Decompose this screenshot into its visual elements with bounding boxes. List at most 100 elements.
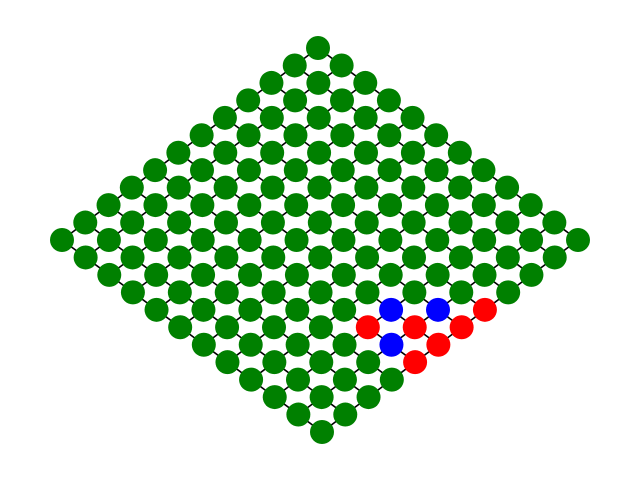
graph-node	[286, 367, 310, 392]
graph-node	[143, 193, 168, 218]
graph-node	[400, 105, 425, 130]
graph-node	[238, 297, 263, 322]
graph-node	[449, 280, 474, 305]
graph-node	[308, 245, 333, 270]
graph-node	[519, 262, 544, 287]
graph-node	[379, 367, 404, 392]
graph-node	[518, 193, 543, 218]
graph-node	[167, 280, 192, 305]
graph-node	[333, 402, 358, 427]
graph-node	[355, 245, 380, 270]
graph-node	[495, 245, 520, 270]
graph-node-red	[402, 315, 427, 340]
graph-node	[402, 245, 426, 270]
graph-node	[471, 193, 496, 218]
graph-node-blue	[379, 297, 404, 322]
graph-node	[191, 297, 216, 322]
graph-node	[143, 158, 168, 183]
graph-node	[354, 175, 379, 200]
graph-node	[190, 228, 215, 252]
graph-node	[472, 228, 497, 252]
nodes-layer	[50, 36, 590, 444]
graph-node	[262, 315, 286, 340]
graph-node	[189, 123, 214, 148]
graph-node	[496, 280, 521, 305]
graph-node	[283, 88, 308, 113]
graph-node	[215, 315, 240, 340]
graph-node	[283, 123, 308, 148]
graph-node	[309, 350, 334, 375]
graph-node	[167, 210, 192, 235]
graph-node-red	[472, 297, 497, 322]
graph-node	[260, 140, 285, 165]
graph-node	[378, 228, 403, 252]
graph-node	[73, 245, 98, 270]
graph-node	[213, 175, 238, 200]
graph-node	[448, 245, 473, 270]
graph-node	[191, 332, 216, 357]
graph-node	[238, 332, 263, 357]
graph-node	[284, 262, 309, 287]
graph-node	[448, 210, 473, 235]
graph-node	[471, 158, 496, 183]
graph-node	[332, 297, 357, 322]
graph-node	[448, 175, 473, 200]
graph-node	[259, 70, 284, 95]
graph-node	[259, 105, 284, 130]
graph-node	[285, 332, 310, 357]
graph-node	[566, 228, 590, 252]
graph-node	[284, 228, 309, 252]
graph-node	[425, 262, 450, 287]
graph-node	[447, 140, 472, 165]
graph-node	[120, 280, 145, 305]
graph-node-blue	[426, 297, 450, 322]
graph-node	[425, 228, 450, 252]
graph-node	[329, 53, 354, 78]
graph-node	[472, 262, 497, 287]
graph-node	[120, 210, 145, 235]
graph-node	[286, 402, 311, 427]
graph-node	[377, 123, 402, 148]
graph-node	[191, 262, 216, 287]
graph-node	[284, 193, 309, 218]
graph-node	[542, 210, 567, 235]
edges-layer	[61, 47, 579, 433]
graph-node	[331, 193, 356, 218]
graph-node	[119, 175, 144, 200]
graph-node	[167, 245, 192, 270]
graph-node	[262, 385, 287, 410]
graph-node	[353, 70, 378, 95]
graph-node	[237, 228, 262, 252]
graph-node	[356, 350, 381, 375]
graph-node	[332, 367, 357, 392]
graph-node	[214, 210, 238, 235]
graph-node	[401, 210, 426, 235]
graph-node	[307, 140, 332, 165]
graph-node	[120, 245, 145, 270]
graph-node	[212, 105, 237, 130]
graph-node	[214, 245, 239, 270]
graph-node	[282, 53, 307, 78]
graph-node	[214, 280, 239, 305]
graph-node	[215, 350, 240, 375]
graph-node	[306, 70, 331, 95]
graph-node	[310, 420, 334, 444]
graph-node-red	[355, 315, 380, 340]
graph-node	[332, 332, 357, 357]
graph-node	[330, 158, 355, 183]
graph-node	[331, 262, 356, 287]
graph-node	[495, 175, 520, 200]
graph-node	[73, 210, 98, 235]
graph-node	[307, 175, 332, 200]
graph-node	[166, 175, 191, 200]
graph-node	[238, 262, 262, 287]
graph-node	[307, 210, 332, 235]
graph-node	[306, 36, 330, 60]
graph-node	[96, 193, 121, 218]
graph-node	[356, 385, 381, 410]
graph-node	[309, 385, 334, 410]
graph-node	[261, 280, 286, 305]
graph-node	[260, 210, 285, 235]
graph-node	[308, 280, 333, 305]
